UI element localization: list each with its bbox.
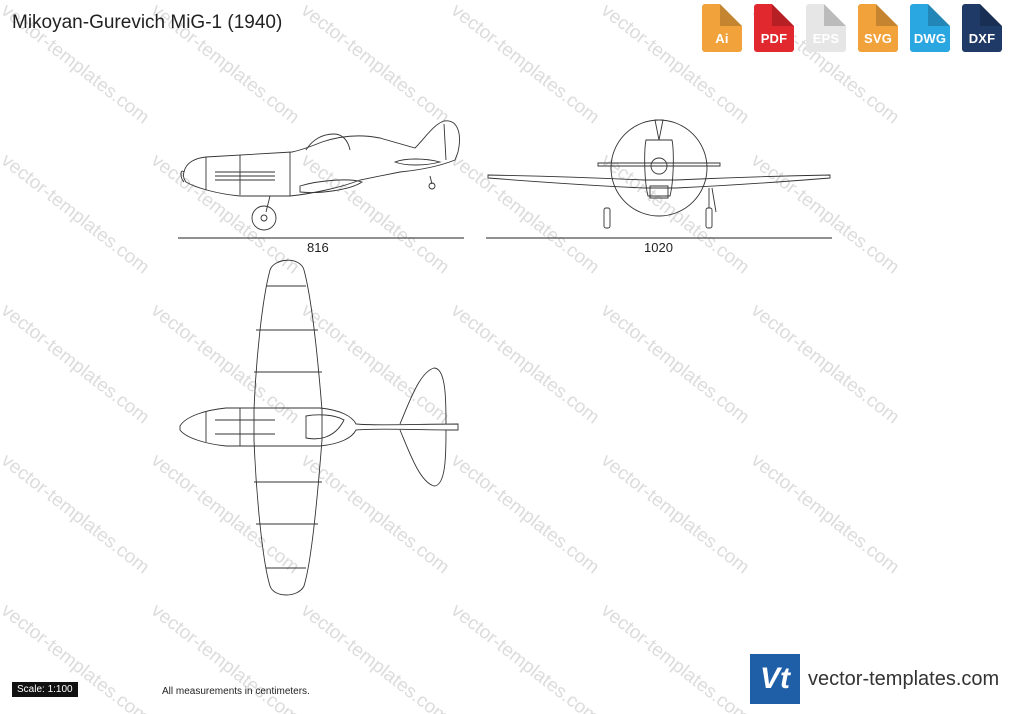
pdf-format-button[interactable]: PDF xyxy=(754,4,794,52)
brand-footer[interactable]: Vt vector-templates.com xyxy=(750,654,999,704)
top-canopy xyxy=(305,414,345,440)
measurement-note: All measurements in centimeters. xyxy=(162,686,310,697)
side-view xyxy=(180,120,460,231)
format-buttons: Ai PDF EPS SVG DWG DXF xyxy=(702,4,1002,52)
top-panel-lines xyxy=(254,285,322,569)
side-canopy xyxy=(305,133,351,151)
top-wing-outline xyxy=(253,259,323,596)
top-cowling-line xyxy=(205,408,241,446)
side-tail-band xyxy=(393,158,442,166)
front-radiator xyxy=(649,185,669,199)
front-view xyxy=(487,119,831,229)
top-view xyxy=(179,259,459,596)
top-fuselage-outline xyxy=(179,407,459,447)
side-fuselage-outline xyxy=(182,120,460,197)
front-right-wheel xyxy=(705,207,713,229)
brand-text: vector-templates.com xyxy=(808,667,1000,690)
format-label: DWG xyxy=(913,31,947,46)
front-right-strut xyxy=(708,187,717,213)
format-label: EPS xyxy=(812,31,840,46)
page-title: Mikoyan-Gurevich MiG-1 (1940) xyxy=(12,12,283,33)
side-main-wheel-hub xyxy=(260,214,268,222)
dwg-format-button[interactable]: DWG xyxy=(910,4,950,52)
side-main-wheel xyxy=(251,205,277,231)
format-label: DXF xyxy=(968,31,996,46)
side-rudder-line xyxy=(443,123,447,161)
front-propeller-disc xyxy=(610,119,708,217)
top-tailplane xyxy=(399,367,447,487)
side-spinner xyxy=(180,170,185,183)
format-label: Ai xyxy=(715,31,729,46)
side-exhausts xyxy=(215,171,275,181)
wingspan-dimension-label: 1020 xyxy=(644,240,673,255)
front-tailplane xyxy=(597,162,721,167)
eps-format-button[interactable]: EPS xyxy=(806,4,846,52)
side-wing-root xyxy=(299,179,364,193)
dxf-format-button[interactable]: DXF xyxy=(962,4,1002,52)
front-fuselage xyxy=(644,139,674,197)
side-tail-wheel xyxy=(428,182,436,190)
length-dimension-label: 816 xyxy=(307,240,329,255)
brand-logo-icon: Vt xyxy=(750,654,800,704)
front-wing-outline xyxy=(487,174,831,189)
front-left-wheel xyxy=(603,207,611,229)
front-fin xyxy=(654,119,664,141)
format-label: PDF xyxy=(760,31,788,46)
side-landing-gear xyxy=(265,195,271,213)
scale-badge: Scale: 1:100 xyxy=(12,682,78,697)
svg-format-button[interactable]: SVG xyxy=(858,4,898,52)
format-label: SVG xyxy=(863,31,893,46)
top-exhaust-line xyxy=(215,419,275,435)
ai-format-button[interactable]: Ai xyxy=(702,4,742,52)
